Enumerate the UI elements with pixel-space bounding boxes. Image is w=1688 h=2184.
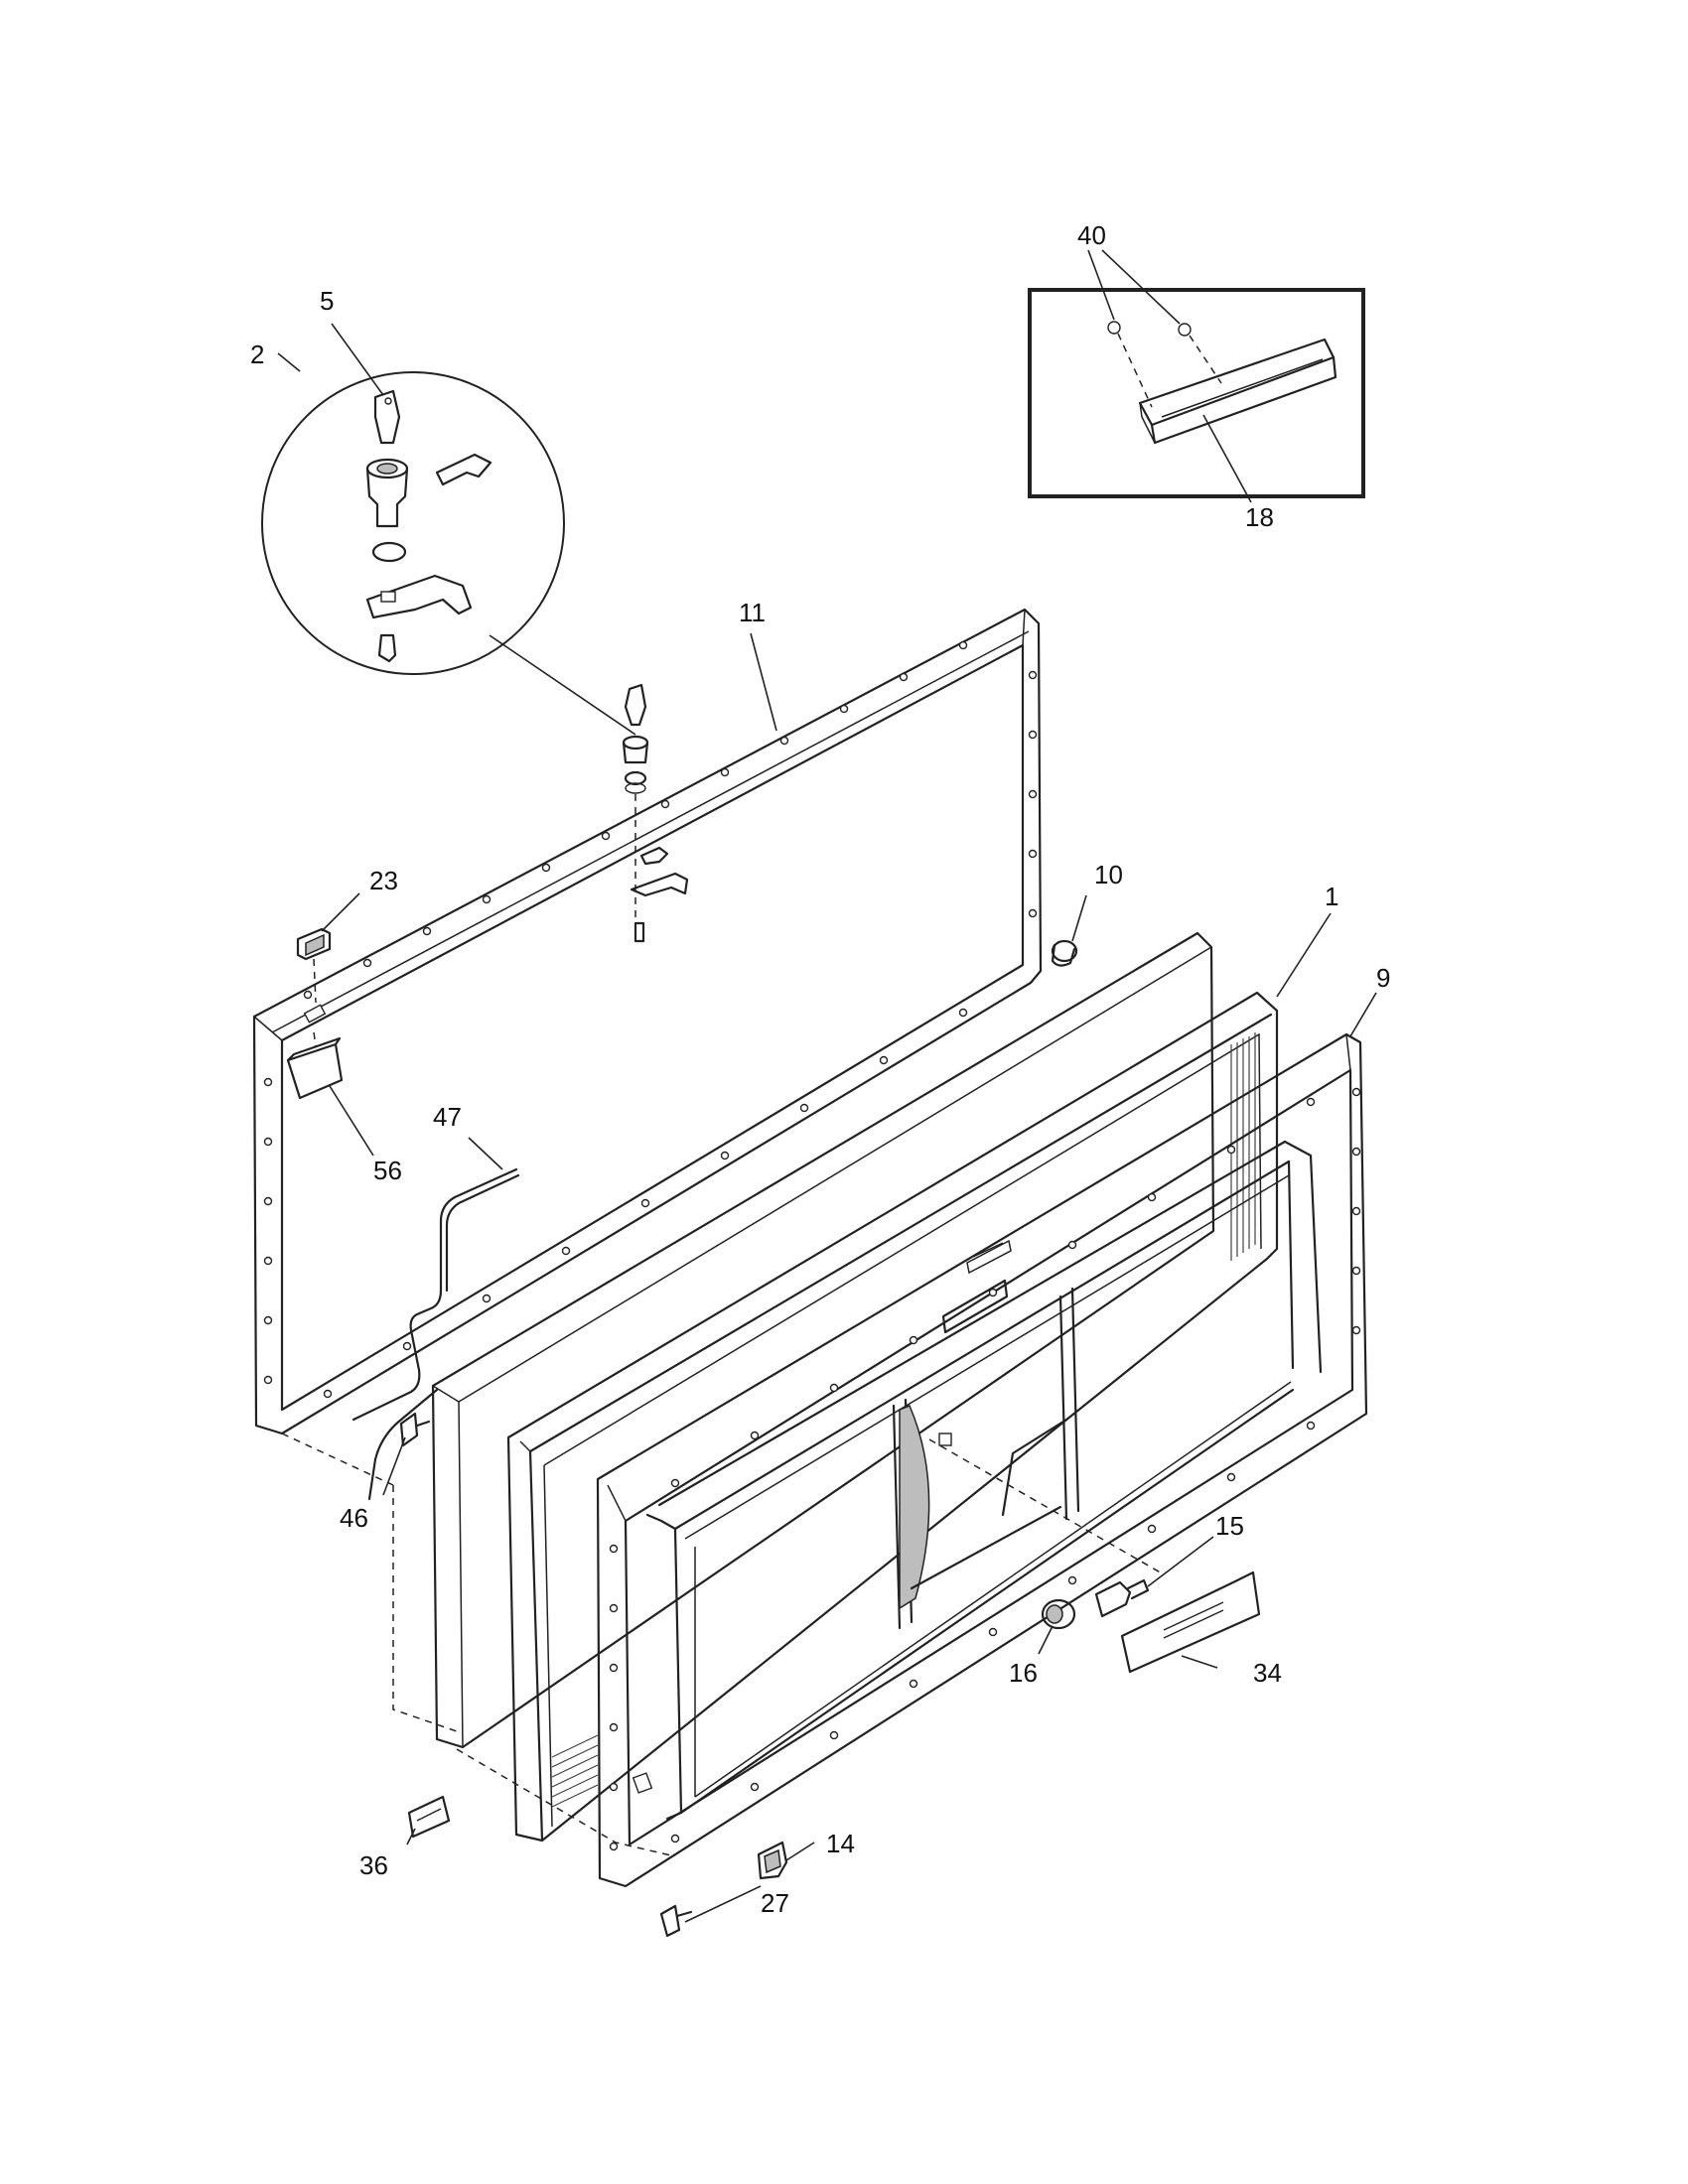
gasket-vent-bottom <box>551 1734 599 1808</box>
o-ring <box>371 541 407 563</box>
callout-23: 23 <box>369 866 398 895</box>
lock-cylinder <box>365 458 409 528</box>
lock-detail-circle <box>261 371 636 736</box>
part-27-screw <box>659 1904 693 1938</box>
callout-18: 18 <box>1245 502 1274 532</box>
callout-labels: 40 18 5 2 11 23 10 1 9 47 56 46 15 16 34… <box>250 220 1390 1918</box>
part-36-clip <box>407 1795 451 1839</box>
part-23-clip <box>296 927 332 1024</box>
latch-cutout <box>941 1239 1012 1334</box>
callout-1: 1 <box>1325 882 1338 911</box>
callout-9: 9 <box>1376 963 1390 993</box>
part-15-lamp-socket <box>1094 1578 1150 1618</box>
callout-34: 34 <box>1253 1658 1282 1688</box>
part-14-switch <box>757 1841 788 1880</box>
screw-40b <box>1178 323 1192 337</box>
part-46-screw <box>399 1412 431 1447</box>
callout-46: 46 <box>340 1503 368 1533</box>
lock-key <box>373 389 401 445</box>
callout-14: 14 <box>826 1829 855 1858</box>
callout-56: 56 <box>373 1156 402 1185</box>
part-34-light-cover <box>1120 1570 1261 1674</box>
part-10-bumper <box>1051 939 1078 967</box>
part-16-lamp <box>1041 1598 1076 1630</box>
callout-2: 2 <box>250 340 264 369</box>
frame-holes <box>263 640 1038 1399</box>
handle-part <box>1138 338 1337 445</box>
part-47-wire <box>352 1167 520 1501</box>
callout-10: 10 <box>1094 860 1123 889</box>
handle-inset <box>1028 288 1365 498</box>
callout-11: 11 <box>739 598 766 627</box>
screw-40a <box>1107 321 1121 335</box>
callout-27: 27 <box>761 1888 789 1918</box>
lid-frame <box>252 608 1043 1435</box>
insulation-panel <box>431 931 1215 1749</box>
lock-cam <box>365 574 473 619</box>
callout-15: 15 <box>1215 1511 1244 1541</box>
leader-lines <box>277 249 1377 1923</box>
gasket <box>506 991 1279 1843</box>
callout-36: 36 <box>359 1850 388 1880</box>
gasket-vent-top <box>1230 1032 1256 1261</box>
lock-clip <box>435 453 492 486</box>
callout-5: 5 <box>320 286 334 316</box>
callout-47: 47 <box>433 1102 462 1132</box>
callout-40: 40 <box>1077 220 1106 250</box>
part-56-bin <box>286 1031 344 1100</box>
lock-assembly-on-frame <box>622 683 689 943</box>
door-outer-panel <box>596 1032 1368 1888</box>
door-holes <box>609 1087 1361 1851</box>
lock-screw <box>377 633 397 663</box>
callout-16: 16 <box>1009 1658 1038 1688</box>
